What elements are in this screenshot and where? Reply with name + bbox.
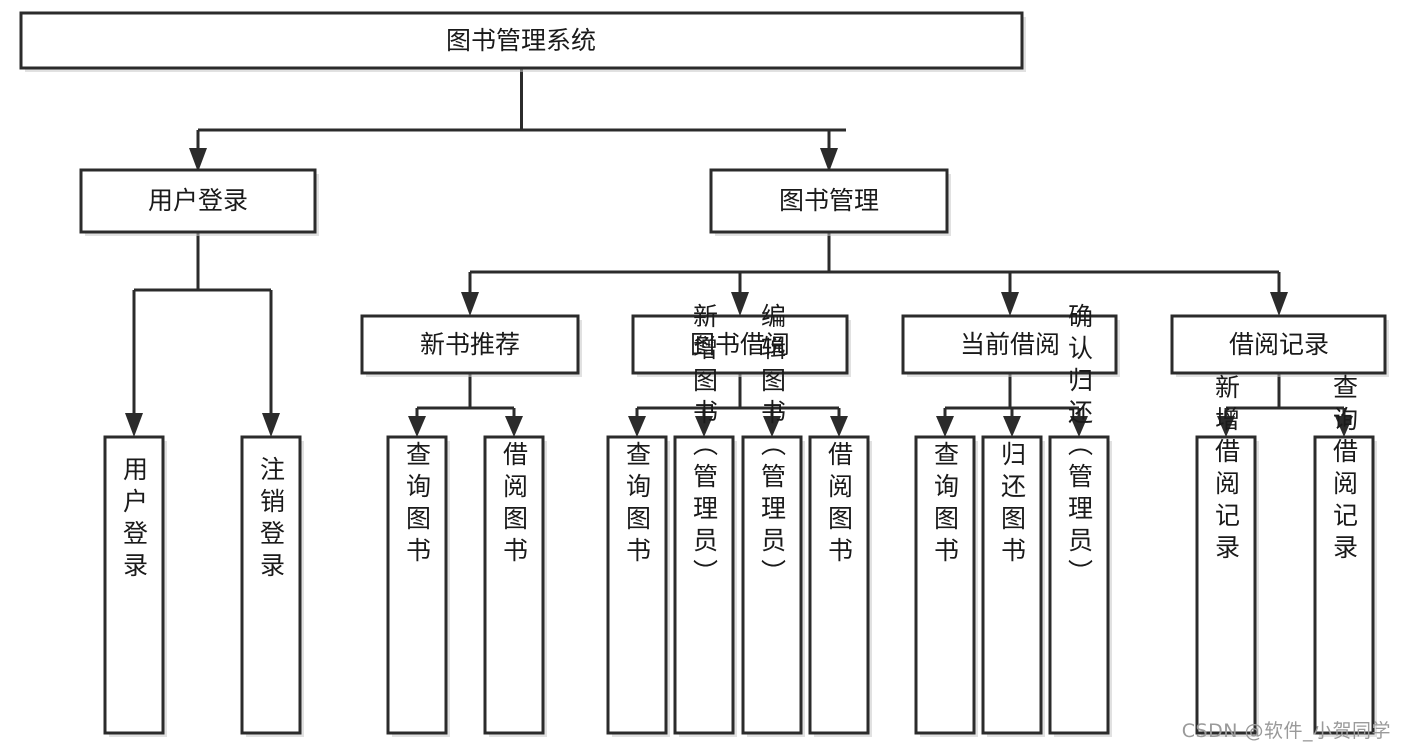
leaf-box-borrow-book-a[interactable] bbox=[483, 435, 545, 735]
leaf-box-logout[interactable] bbox=[240, 435, 302, 735]
leaf-box-return-book[interactable] bbox=[981, 435, 1043, 735]
book-borrow-label: 图书借阅 bbox=[690, 330, 790, 359]
leaf-node[interactable]: 借阅图书 bbox=[483, 435, 547, 737]
leaf-label: 查询图书 bbox=[623, 441, 652, 569]
borrow-record-label: 借阅记录 bbox=[1229, 330, 1329, 359]
arrow-head-borrow-record bbox=[1270, 292, 1288, 316]
leaf-label: 查询借阅记录 bbox=[1330, 374, 1359, 566]
new-book-box[interactable] bbox=[360, 314, 580, 375]
new-book-label: 新书推荐 bbox=[420, 330, 520, 359]
arrow-head-new-book bbox=[461, 292, 479, 316]
arrow-head-cb-leaf2 bbox=[1003, 416, 1021, 437]
root-label: 图书管理系统 bbox=[446, 26, 596, 55]
node-book-manage[interactable]: 图书管理 bbox=[709, 168, 951, 236]
leaf-box-query-book-b[interactable] bbox=[606, 435, 668, 735]
leaf-box-add-record[interactable] bbox=[1195, 435, 1257, 735]
book-manage-box[interactable] bbox=[709, 168, 949, 234]
leaf-box-edit-book[interactable] bbox=[741, 435, 803, 735]
arrow-head-cb-leaf3 bbox=[1070, 416, 1088, 437]
arrow-head-bb-leaf3 bbox=[763, 416, 781, 437]
leaf-label: 查询图书 bbox=[931, 441, 960, 569]
leaf-label: 新增借阅记录 bbox=[1212, 374, 1241, 566]
leaf-node[interactable]: 确认归还（管理员） bbox=[1048, 303, 1112, 737]
leaf-label: 注销登录 bbox=[257, 456, 286, 584]
leaf-node[interactable]: 借阅图书 bbox=[808, 435, 872, 737]
leaf-label: 借阅图书 bbox=[825, 441, 854, 569]
node-borrow-record[interactable]: 借阅记录 bbox=[1170, 314, 1389, 377]
arrow-head-leaf-user-login bbox=[125, 413, 143, 437]
leaf-box-borrow-book-b[interactable] bbox=[808, 435, 870, 735]
leaf-node[interactable]: 查询借阅记录 bbox=[1313, 374, 1377, 737]
node-new-book-recommend[interactable]: 新书推荐 bbox=[360, 314, 582, 377]
arrow-head-newbook-leaf1 bbox=[408, 416, 426, 437]
leaf-node[interactable]: 新增借阅记录 bbox=[1195, 374, 1259, 737]
user-login-label: 用户登录 bbox=[148, 186, 248, 215]
leaf-box-query-record[interactable] bbox=[1313, 435, 1375, 735]
leaf-label: 确认归还（管理员） bbox=[1065, 303, 1094, 591]
leaf-box-user-login[interactable] bbox=[103, 435, 165, 735]
leaf-node[interactable]: 新增图书（管理员） bbox=[673, 303, 737, 737]
arrow-head-bb-leaf4 bbox=[830, 416, 848, 437]
node-current-borrow[interactable]: 当前借阅 bbox=[901, 314, 1120, 377]
node-user-login[interactable]: 用户登录 bbox=[79, 168, 319, 236]
book-borrow-box[interactable] bbox=[631, 314, 849, 375]
leaf-node[interactable]: 查询图书 bbox=[606, 435, 670, 737]
leaf-label: 编辑图书（管理员） bbox=[758, 303, 787, 591]
leaf-label: 借阅图书 bbox=[500, 441, 529, 569]
arrow-head-book-manage bbox=[820, 148, 838, 172]
leaf-label: 归还图书 bbox=[998, 441, 1027, 569]
leaf-box-add-book[interactable] bbox=[673, 435, 735, 735]
leaf-box-query-book-a[interactable] bbox=[386, 435, 448, 735]
leaf-node[interactable]: 查询图书 bbox=[386, 435, 450, 737]
leaf-node[interactable]: 注销登录 bbox=[240, 435, 304, 737]
leaf-node[interactable]: 编辑图书（管理员） bbox=[741, 303, 805, 737]
leaf-node[interactable]: 归还图书 bbox=[981, 435, 1045, 737]
arrow-head-current-borrow bbox=[1001, 292, 1019, 316]
leaf-node[interactable]: 用户登录 bbox=[103, 435, 167, 737]
current-borrow-box[interactable] bbox=[901, 314, 1118, 375]
arrow-head-newbook-leaf2 bbox=[505, 416, 523, 437]
current-borrow-label: 当前借阅 bbox=[960, 330, 1060, 359]
arrow-head-bb-leaf2 bbox=[695, 416, 713, 437]
arrow-head-br-leaf2 bbox=[1335, 416, 1353, 437]
arrow-head-leaf-logout bbox=[262, 413, 280, 437]
arrow-head-bb-leaf1 bbox=[628, 416, 646, 437]
leaf-label: 新增图书（管理员） bbox=[690, 303, 719, 591]
arrow-head-book-borrow bbox=[731, 292, 749, 316]
leaf-label: 用户登录 bbox=[120, 456, 149, 584]
root-box[interactable] bbox=[19, 11, 1024, 70]
book-manage-label: 图书管理 bbox=[779, 186, 879, 215]
connector-layer bbox=[125, 68, 1353, 437]
leaf-label: 查询图书 bbox=[403, 441, 432, 569]
borrow-record-box[interactable] bbox=[1170, 314, 1387, 375]
leaf-node[interactable]: 查询图书 bbox=[914, 435, 978, 737]
node-book-borrow[interactable]: 图书借阅 bbox=[631, 314, 851, 377]
leaf-box-query-book-c[interactable] bbox=[914, 435, 976, 735]
user-login-box[interactable] bbox=[79, 168, 317, 234]
node-root[interactable]: 图书管理系统 bbox=[19, 11, 1026, 72]
arrow-head-cb-leaf1 bbox=[936, 416, 954, 437]
arrow-head-user-login bbox=[189, 148, 207, 172]
leaf-box-confirm-return[interactable] bbox=[1048, 435, 1110, 735]
arrow-head-br-leaf1 bbox=[1217, 416, 1235, 437]
